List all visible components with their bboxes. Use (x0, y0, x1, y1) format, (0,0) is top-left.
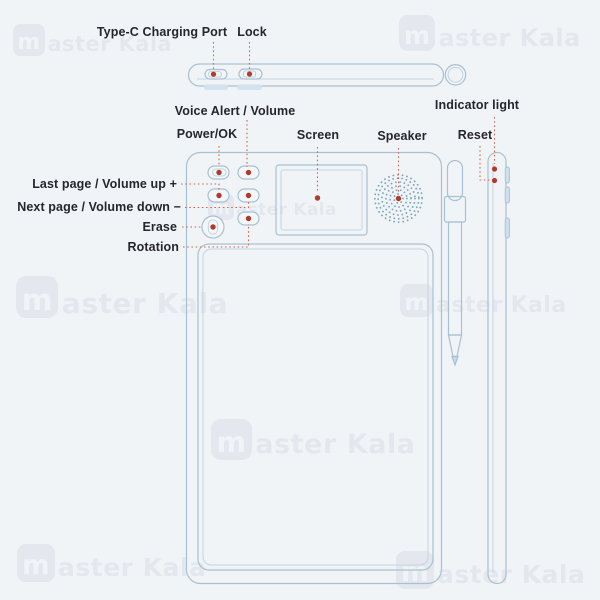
leader-reset (479, 146, 490, 181)
leader-rotation (183, 224, 250, 248)
marker-voice-alert (245, 169, 252, 176)
screen (275, 164, 368, 236)
pen-cone (447, 334, 463, 358)
marker-volume-up (216, 192, 222, 199)
leader-last-page (181, 183, 220, 190)
label-type-c-port: Type-C Charging Port (96, 25, 228, 39)
label-power-ok: Power/OK (176, 127, 238, 141)
marker-rotation (245, 215, 252, 222)
label-lock: Lock (237, 25, 267, 39)
type-c-port (204, 68, 228, 80)
label-screen: Screen (296, 128, 340, 142)
marker-power-ok (216, 169, 222, 176)
tablet-side-view (487, 151, 510, 585)
tablet-front-view (185, 151, 443, 585)
marker-dots (210, 71, 498, 230)
marker-indicator-light (491, 166, 498, 172)
speaker (373, 173, 423, 223)
pen-body (447, 221, 463, 336)
lock-button (238, 68, 263, 80)
tablet-top-view (187, 63, 467, 90)
side-buttons (504, 166, 510, 239)
stylus-pen (443, 159, 467, 367)
label-indicator-light: Indicator light (434, 98, 520, 112)
type-c-port-tab (204, 84, 228, 90)
label-erase: Erase (142, 220, 177, 234)
pen-loop-ring (444, 64, 467, 86)
marker-erase (210, 224, 216, 230)
marker-volume-down (245, 192, 252, 199)
pen-cap (446, 159, 464, 202)
marker-screen (314, 195, 321, 201)
writing-surface (197, 243, 434, 571)
marker-speaker (395, 195, 402, 202)
label-voice-alert: Voice Alert / Volume (174, 104, 296, 118)
label-next-page: Next page / Volume down − (17, 200, 181, 214)
marker-type-c (210, 71, 217, 77)
marker-reset (491, 177, 498, 184)
leader-lines (181, 42, 496, 248)
label-last-page: Last page / Volume up + (32, 177, 177, 191)
leader-next-page (185, 201, 250, 209)
pen-tip (451, 355, 459, 367)
lock-button-tab (237, 84, 262, 90)
marker-lock (246, 71, 253, 77)
label-rotation: Rotation (127, 240, 179, 254)
label-speaker: Speaker (377, 129, 427, 143)
label-reset: Reset (457, 128, 493, 142)
